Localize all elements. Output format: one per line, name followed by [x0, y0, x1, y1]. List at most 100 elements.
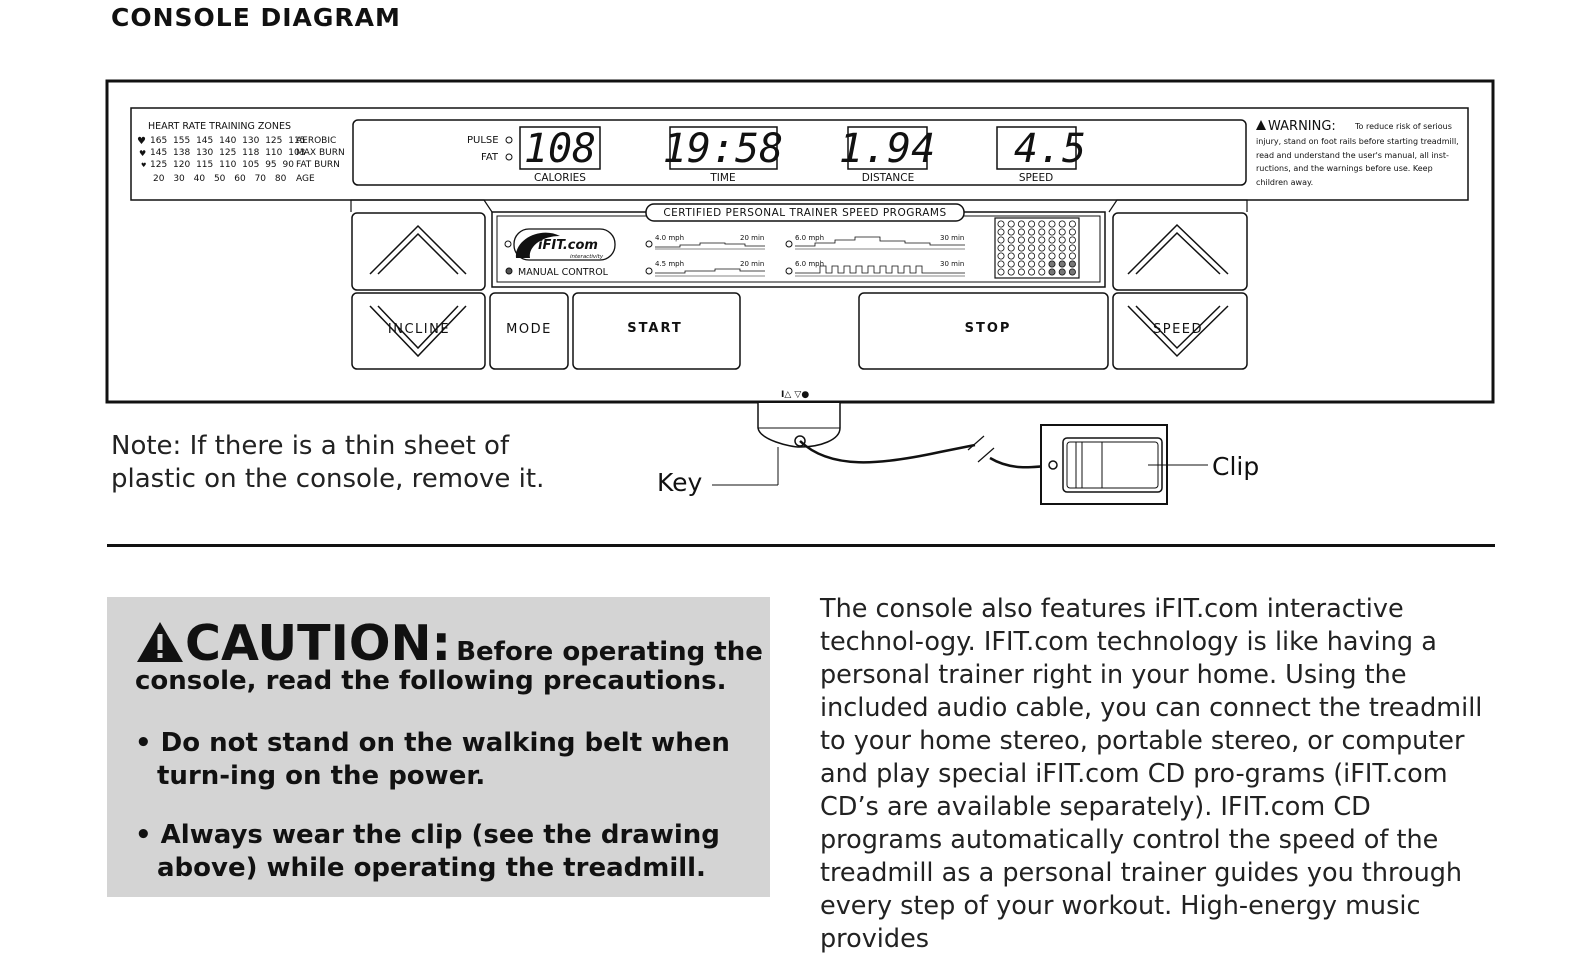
clip-callout: Clip: [1212, 452, 1259, 481]
warning-text: WARNING: To reduce risk of serious injur…: [1256, 119, 1459, 187]
body-paragraph: The console also features iFIT.com inter…: [820, 594, 1483, 954]
start-label: START: [627, 321, 683, 336]
led-dot: [1017, 252, 1025, 260]
program-start-speed: 6.0 mph: [795, 260, 824, 268]
hr-row-label: AEROBIC: [296, 136, 336, 146]
manual-control-indicator-icon: [505, 267, 513, 275]
speed-up-button[interactable]: [1112, 212, 1248, 291]
stop-label: STOP: [965, 321, 1012, 336]
program-profile-4: [795, 265, 965, 274]
warning-heading: WARNING:: [1268, 119, 1336, 134]
start-button[interactable]: START: [572, 292, 741, 370]
console-frame: [105, 79, 1495, 404]
led-dot: [1038, 260, 1046, 268]
led-dot: [1028, 220, 1036, 228]
led-dot: [1007, 236, 1015, 244]
speed-display: 4.5 SPEED: [996, 126, 1086, 184]
ifit-indicator-icon: [504, 240, 512, 248]
led-dot: [1068, 236, 1076, 244]
led-dot: [1058, 228, 1066, 236]
distance-value: 1.94: [839, 126, 935, 172]
led-dot: [1028, 252, 1036, 260]
speed-value: 4.5: [1014, 126, 1086, 172]
speed-down-button[interactable]: SPEED: [1112, 292, 1248, 370]
led-dot: [1028, 268, 1036, 276]
led-dot: [1017, 220, 1025, 228]
program-duration: 30 min: [940, 234, 964, 242]
time-label: TIME: [709, 172, 735, 184]
incline-up-arrow-icon: [369, 224, 467, 275]
led-dot: [997, 252, 1005, 260]
safety-key: Key: [657, 403, 1056, 497]
pulse-indicator-icon: [505, 136, 513, 144]
fat-label: FAT: [481, 152, 499, 163]
distance-display: 1.94 DISTANCE: [839, 126, 935, 184]
mode-button[interactable]: MODE: [489, 292, 569, 370]
led-dot: [1007, 268, 1015, 276]
program-start-speed: 6.0 mph: [795, 234, 824, 242]
program-start-speed: 4.5 mph: [655, 260, 684, 268]
led-dot: [997, 236, 1005, 244]
led-dot: [1038, 228, 1046, 236]
incline-down-arrow-icon: [369, 305, 467, 358]
led-dot: [1068, 244, 1076, 252]
hr-row-values: 165 155 145 140 130 125 115: [150, 136, 305, 146]
stop-button[interactable]: STOP: [858, 292, 1109, 370]
incline-label: INCLINE: [388, 322, 450, 337]
led-dot: [1017, 236, 1025, 244]
led-dot: [1058, 220, 1066, 228]
ifit-tagline: interactivity: [570, 254, 604, 260]
led-dot: [1048, 220, 1056, 228]
hr-row-values: 20 30 40 50 60 70 80: [153, 174, 287, 184]
fat-indicator-icon: [505, 153, 513, 161]
led-dot: [1017, 260, 1025, 268]
led-matrix: [994, 217, 1080, 279]
led-dot: [1068, 220, 1076, 228]
ifit-swoosh-icon: [515, 232, 560, 258]
led-dot: [1007, 260, 1015, 268]
note-text: Note: If there is a thin sheet of plasti…: [111, 431, 545, 494]
led-dot: [1048, 236, 1056, 244]
program-duration: 30 min: [940, 260, 964, 268]
led-dot: [1007, 228, 1015, 236]
incline-down-button[interactable]: INCLINE: [351, 292, 486, 370]
led-dot: [1048, 244, 1056, 252]
led-dot: [1048, 260, 1056, 268]
caution-box: [107, 597, 770, 897]
calories-label: CALORIES: [534, 172, 586, 184]
incline-up-button[interactable]: [351, 212, 486, 291]
program-duration: 20 min: [740, 260, 764, 268]
led-dot: [1017, 268, 1025, 276]
caution-bullet: • Do not stand on the walking belt when …: [135, 728, 730, 791]
section-title: CONSOLE DIAGRAM: [111, 3, 401, 32]
hr-row-label: AGE: [296, 174, 315, 184]
warning-line: read and understand the user's manual, a…: [1256, 151, 1449, 160]
program-profile-1: [655, 242, 765, 248]
led-dot: [1007, 252, 1015, 260]
heart-small-icon: ♥: [141, 162, 146, 169]
led-dot: [1007, 220, 1015, 228]
speed-label: SPEED: [1153, 322, 1203, 337]
led-dot: [1038, 244, 1046, 252]
hr-row-label: MAX BURN: [296, 148, 345, 158]
time-display: 19:58 TIME: [663, 126, 783, 184]
led-dot: [1017, 244, 1025, 252]
led-dot: [997, 220, 1005, 228]
display-band: [130, 107, 1469, 201]
caution-title: CAUTION:: [185, 615, 452, 672]
calories-value: 108: [524, 126, 596, 172]
led-dot: [1068, 268, 1076, 276]
led-dot: [1048, 268, 1056, 276]
program-profile-3: [655, 268, 765, 274]
led-dot: [1058, 260, 1066, 268]
display-window: [352, 119, 1247, 186]
led-dot: [1028, 244, 1036, 252]
led-dot: [1048, 252, 1056, 260]
led-dot: [1068, 228, 1076, 236]
warning-line: children away.: [1256, 178, 1313, 187]
led-dot: [1068, 260, 1076, 268]
safety-clip: Clip: [1040, 424, 1259, 505]
caution-triangle-icon: [137, 622, 183, 662]
led-dot: [997, 268, 1005, 276]
heart-medium-icon: ♥: [139, 149, 146, 158]
